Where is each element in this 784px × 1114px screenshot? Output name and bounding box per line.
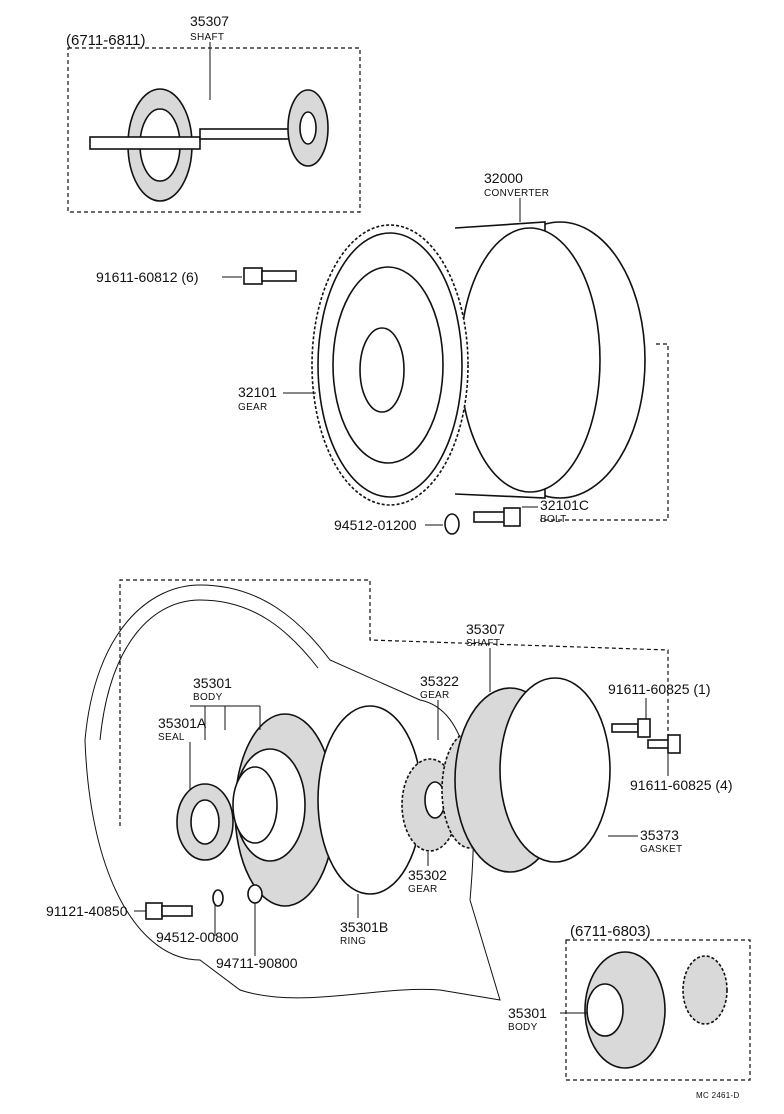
part-number-35307-mid: 35307 [466, 621, 505, 637]
washer-94512-00800-icon [212, 889, 224, 907]
flywheel-hub [359, 327, 405, 413]
part-number-35301-bottom: 35301 [508, 1005, 547, 1021]
part-label-shaft-top: SHAFT [190, 32, 224, 43]
part-label-gear-35302: GEAR [408, 884, 438, 895]
part-label-gear-32101: GEAR [238, 402, 268, 413]
body-bottom [584, 951, 666, 1069]
converter-assembly: 32000 CONVERTER 91611-60812 (6) 32101 GE… [96, 170, 669, 535]
part-number-32101: 32101 [238, 384, 277, 400]
part-number-35373: 35373 [640, 827, 679, 843]
part-label-gasket: GASKET [640, 844, 682, 855]
part-number-35302: 35302 [408, 867, 447, 883]
part-number-35301a: 35301A [158, 715, 207, 731]
part-label-converter: CONVERTER [484, 188, 549, 199]
part-label-body-bottom: BODY [508, 1022, 538, 1033]
part-label-shaft-mid: SHAFT [466, 638, 500, 649]
part-number-35301b: 35301B [340, 919, 388, 935]
gasket-35373 [499, 677, 611, 863]
part-number-32101c: 32101C [540, 497, 589, 513]
part-number-94711-90800: 94711-90800 [216, 955, 298, 971]
washer-94512-01200-icon [444, 513, 460, 535]
bolt-91611-60825-1-icon [611, 723, 639, 733]
bolt-91611-60825-4-icon [647, 739, 671, 749]
part-number-91121-40850: 91121-40850 [46, 903, 128, 919]
bolt-32101c-icon [473, 511, 507, 523]
group-label-bottom: (6711-6803) [570, 923, 651, 940]
part-number-94512-01200: 94512-01200 [334, 517, 417, 533]
part-label-seal: SEAL [158, 732, 185, 743]
bolt-91121-40850-icon [145, 902, 163, 920]
part-number-91611-60825-1: 91611-60825 (1) [608, 681, 710, 697]
part-number-35301-body: 35301 [193, 675, 232, 691]
bolt-91611-60812-icon [243, 267, 263, 285]
part-number-35307-top: 35307 [190, 13, 229, 29]
washer-94711-90800-icon [247, 884, 263, 904]
oil-pump-assembly: 35307 SHAFT 35301 BODY 35301A SEAL 35322… [46, 579, 732, 1001]
part-number-91611-60812: 91611-60812 (6) [96, 269, 198, 285]
part-number-35322: 35322 [420, 673, 459, 689]
part-label-gear-35322: GEAR [420, 690, 450, 701]
group-label-top: (6711-6811) [66, 32, 146, 49]
part-number-91611-60825-4: 91611-60825 (4) [630, 777, 732, 793]
gear-bottom [682, 955, 728, 1025]
part-label-ring: RING [340, 936, 366, 947]
part-label-body-35301: BODY [193, 692, 223, 703]
part-number-32000: 32000 [484, 170, 523, 186]
part-number-94512-00800: 94512-00800 [156, 929, 239, 945]
top-shaft-group: (6711-6811) 35307 SHAFT [66, 13, 361, 213]
bottom-body-group: (6711-6803) 35301 BODY [508, 923, 751, 1081]
diagram-code: MC 2461-D [696, 1091, 740, 1100]
